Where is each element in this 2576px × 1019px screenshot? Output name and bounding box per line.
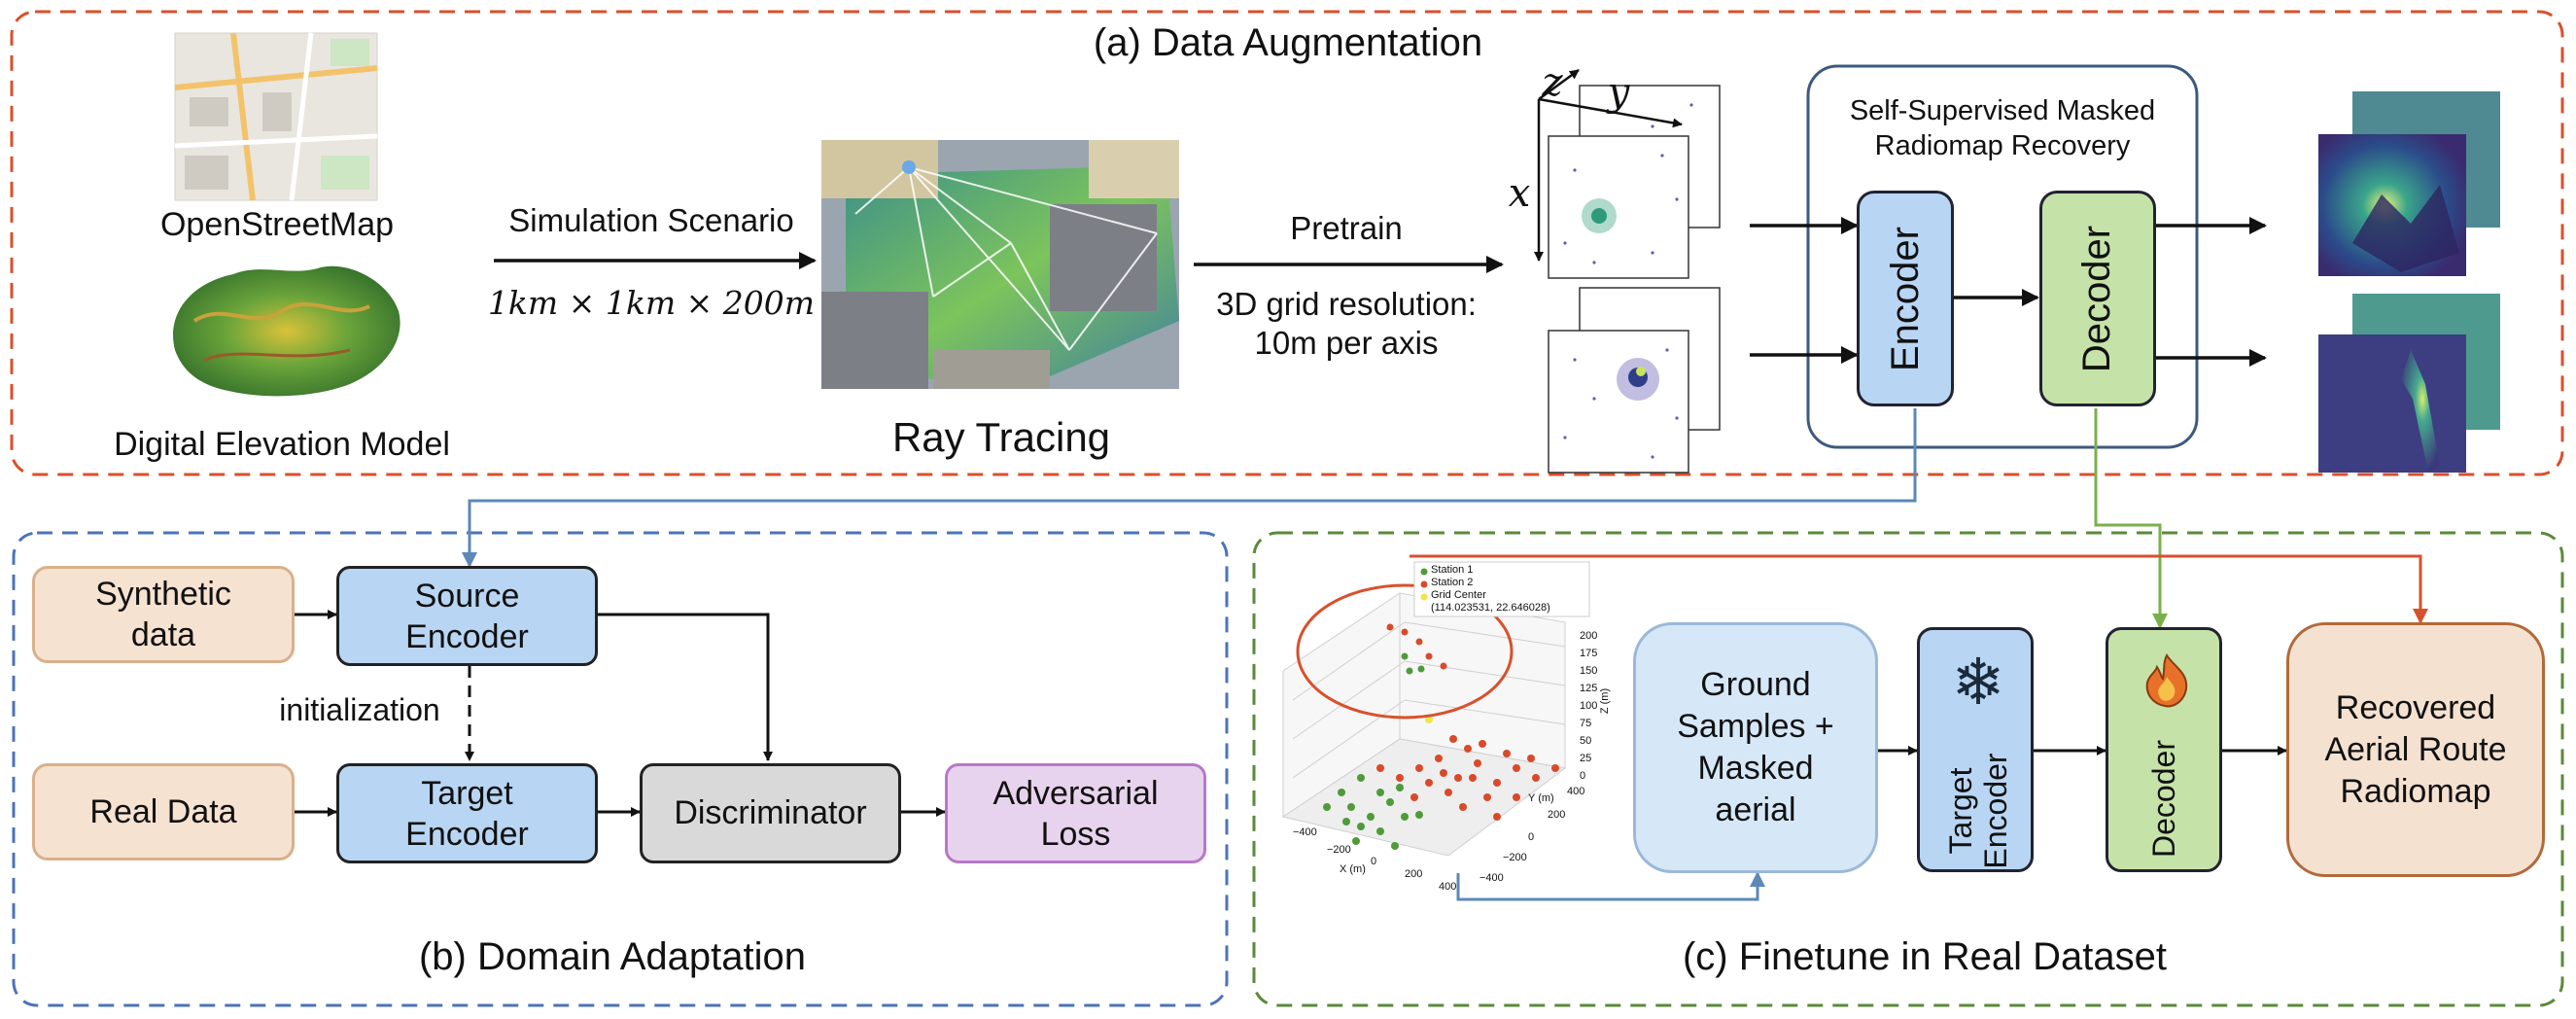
y-axis-label: Y (m) xyxy=(1528,792,1554,804)
target-encoder-line-2: Encoder xyxy=(405,815,529,853)
scatter-legend-box xyxy=(1413,561,1590,617)
trainable-decoder-label: Decoder xyxy=(2145,740,2181,858)
ssl-title-line-2: Radiomap Recovery xyxy=(1874,130,2131,161)
ssl-title-line-1: Self-Supervised Masked xyxy=(1849,95,2156,126)
ground-samples-block: Ground Samples + Masked aerial xyxy=(1633,622,1878,873)
z-tick: 100 xyxy=(1580,700,1598,712)
y-tick-2: 0 xyxy=(1528,831,1535,843)
section-a-title: (a) Data Augmentation xyxy=(1093,21,1483,64)
legend-grid-center: Grid Center xyxy=(1431,589,1486,601)
osm-map-image xyxy=(174,32,378,201)
recovered-line-1: Recovered xyxy=(2335,688,2496,726)
scatter-3d-plot xyxy=(1281,561,1590,857)
flame-icon xyxy=(2108,651,2225,715)
source-encoder-line-2: Encoder xyxy=(405,617,529,655)
dem-label: Digital Elevation Model xyxy=(114,426,450,463)
decoder-block: Decoder xyxy=(2039,191,2156,406)
decoder-label: Decoder xyxy=(2075,225,2119,372)
ground-line-1: Ground xyxy=(1700,666,1811,703)
scatter-station-2-points xyxy=(1376,623,1559,821)
y-tick-1: 200 xyxy=(1548,809,1566,821)
section-c-title: (c) Finetune in Real Dataset xyxy=(1682,935,2167,978)
discriminator-label: Discriminator xyxy=(674,794,867,831)
synthetic-line-2: data xyxy=(130,616,196,653)
z-tick: 175 xyxy=(1580,648,1598,659)
ground-line-3: Masked xyxy=(1697,750,1814,787)
z-tick: 0 xyxy=(1580,770,1586,782)
x-tick-2: 0 xyxy=(1371,856,1377,867)
flame-icon-svg xyxy=(2145,653,2188,708)
x-axis-label: X (m) xyxy=(1340,863,1366,875)
target-encoder-block: Target Encoder xyxy=(336,763,598,863)
grid-res-line-1: 3D grid resolution: xyxy=(1216,286,1477,322)
y-tick-3: −200 xyxy=(1503,852,1527,863)
x-tick-0: −400 xyxy=(1293,826,1317,838)
y-tick-4: −400 xyxy=(1479,872,1504,884)
z-tick: 150 xyxy=(1580,665,1598,677)
osm-label: OpenStreetMap xyxy=(159,206,395,243)
z-tick: 125 xyxy=(1580,683,1598,694)
y-tick-0: 400 xyxy=(1567,786,1585,797)
trainable-decoder-block: Decoder xyxy=(2106,627,2222,872)
synthetic-data-block: Synthetic data xyxy=(32,566,295,663)
section-b-frame xyxy=(12,531,1229,1007)
3d-grid-panels xyxy=(1534,68,1721,474)
legend-station-1: Station 1 xyxy=(1431,564,1474,576)
initialization-label: initialization xyxy=(279,692,440,727)
scatter-highlight-ellipse xyxy=(1296,583,1514,720)
axis-y-label: y xyxy=(1607,70,1630,115)
frozen-target-line-2: Encoder xyxy=(1978,753,2013,869)
source-encoder-block: Source Encoder xyxy=(336,566,598,666)
adversarial-loss-block: Adversarial Loss xyxy=(945,763,1206,863)
section-a-frame xyxy=(10,10,2564,476)
x-tick-4: 400 xyxy=(1439,881,1457,893)
axis-x-label: x xyxy=(1508,171,1531,216)
ray-tracing-scene-image xyxy=(821,140,1179,389)
adv-loss-line-1: Adversarial xyxy=(992,774,1159,812)
scatter-station-1-points xyxy=(1323,652,1425,850)
recovered-line-2: Aerial Route xyxy=(2324,730,2507,768)
ground-line-2: Samples + xyxy=(1677,708,1834,745)
ssl-container xyxy=(1806,64,2199,449)
z-tick: 200 xyxy=(1580,630,1598,642)
x-tick-1: −200 xyxy=(1327,844,1351,856)
legend-grid-center-coords: (114.023531, 22.646028) xyxy=(1431,602,1550,614)
real-data-block: Real Data xyxy=(32,763,295,861)
grid-res-line-2: 10m per axis xyxy=(1254,325,1439,361)
encoder-block: Encoder xyxy=(1857,191,1954,406)
discriminator-block: Discriminator xyxy=(640,763,901,863)
x-tick-3: 200 xyxy=(1405,868,1423,880)
frozen-target-encoder-block: ❄ Target Encoder xyxy=(1917,627,2034,872)
sim-dims-label: 1km × 1km × 200m xyxy=(487,284,816,322)
real-data-label: Real Data xyxy=(89,792,237,830)
target-encoder-vertical-label: Target Encoder xyxy=(1943,723,2013,898)
z-axis-label: Z (m) xyxy=(1599,687,1612,715)
z-tick-labels: 200 175 150 125 100 75 50 25 0 xyxy=(1580,627,1597,785)
sim-scenario-label: Simulation Scenario xyxy=(508,202,794,238)
synthetic-line-1: Synthetic xyxy=(95,576,231,613)
recovered-radiomap-block: Recovered Aerial Route Radiomap xyxy=(2286,622,2545,877)
pretrain-label: Pretrain xyxy=(1290,210,1403,246)
output-radiomap-top xyxy=(2318,91,2500,276)
axis-z-label: z xyxy=(1542,60,1563,105)
legend-station-2: Station 2 xyxy=(1431,577,1474,588)
encoder-label: Encoder xyxy=(1883,226,1927,371)
adv-loss-line-2: Loss xyxy=(1040,815,1111,853)
snowflake-icon: ❄ xyxy=(1951,646,2005,718)
ray-tracing-label: Ray Tracing xyxy=(891,414,1111,460)
source-encoder-line-1: Source xyxy=(414,577,520,615)
z-tick: 25 xyxy=(1580,753,1592,764)
dem-terrain-image xyxy=(173,265,400,397)
output-radiomap-bottom xyxy=(2318,294,2500,473)
frozen-target-line-1: Target xyxy=(1943,767,1978,855)
z-tick: 75 xyxy=(1580,718,1592,729)
z-tick: 50 xyxy=(1580,735,1592,747)
recovered-line-3: Radiomap xyxy=(2340,772,2491,810)
section-c-frame xyxy=(1252,531,2564,1007)
target-encoder-line-1: Target xyxy=(421,774,513,812)
section-b-title: (b) Domain Adaptation xyxy=(418,935,806,978)
ground-line-4: aerial xyxy=(1715,791,1796,828)
